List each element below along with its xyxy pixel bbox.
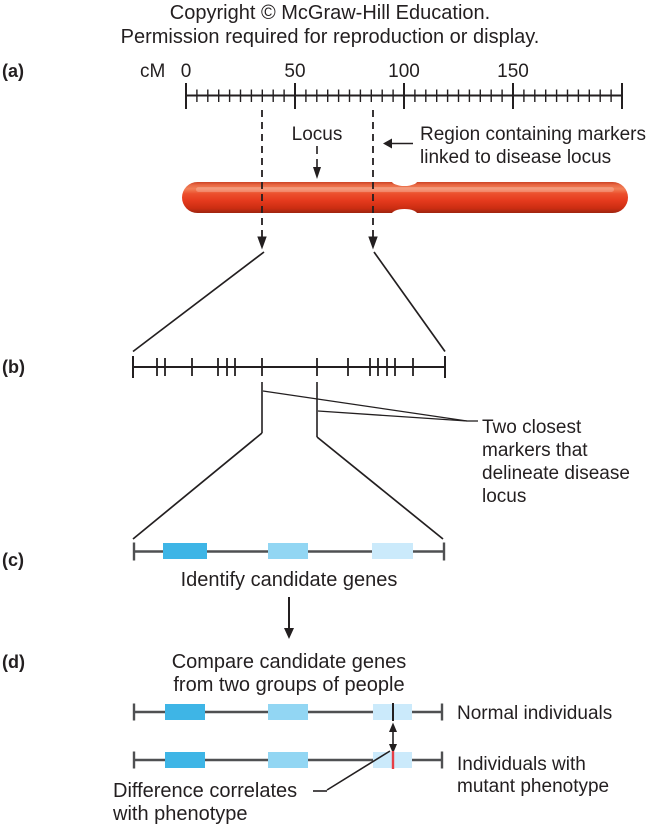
locus-label: Locus	[292, 124, 343, 145]
identify-caption: Identify candidate genes	[181, 569, 398, 591]
candidate-gene-boxes	[163, 543, 413, 559]
zoom-funnel-b-right	[316, 436, 444, 540]
difference-arrowhead-up	[389, 722, 397, 732]
copyright-line-2: Permission required for reproduction or …	[121, 26, 540, 48]
axis-tick-label-0: 0	[181, 61, 192, 82]
gene-box	[268, 752, 308, 768]
gene-box	[268, 543, 308, 559]
copyright-line-1: Copyright © McGraw-Hill Education.	[170, 2, 490, 24]
zoom-funnel-a-left	[132, 251, 265, 353]
gene-box	[372, 543, 413, 559]
mutant-label-line-2: mutant phenotype	[457, 776, 609, 797]
panel-d-label: (d)	[2, 652, 25, 672]
mutant-label-line-1: Individuals with	[457, 754, 586, 775]
chromosome-body	[182, 182, 628, 213]
centromere-notch-top	[391, 175, 418, 186]
gene-box	[268, 704, 308, 720]
cm-ruler-ticks	[185, 83, 623, 109]
callout-text-1: Two closest	[482, 417, 582, 438]
region-label-line-2: linked to disease locus	[420, 147, 611, 168]
panel-b-label: (b)	[2, 357, 25, 377]
normal-label: Normal individuals	[457, 703, 612, 724]
normal-gene-boxes	[165, 704, 412, 720]
compare-heading-line-2: from two groups of people	[173, 674, 404, 696]
region-arrowhead	[383, 138, 392, 149]
callout-text-4: locus	[482, 486, 526, 507]
marker-map-ticks	[132, 356, 446, 378]
axis-tick-label-100: 100	[388, 61, 420, 82]
zoom-funnel-b-left	[132, 432, 263, 540]
gene-box	[163, 543, 207, 559]
compare-heading-line-1: Compare candidate genes	[172, 651, 407, 673]
axis-tick-label-50: 50	[284, 61, 305, 82]
difference-arrowhead-down	[389, 744, 397, 754]
gene-box	[165, 752, 205, 768]
cm-unit-label: cM	[140, 61, 165, 82]
difference-note-line-2: with phenotype	[112, 803, 248, 825]
difference-note-line-1: Difference correlates	[113, 780, 297, 802]
callout-text-3: delineate disease	[482, 463, 630, 484]
note-leader-line	[326, 750, 391, 791]
callout-line-lower	[317, 410, 468, 422]
chromosome-highlight	[196, 187, 614, 192]
panel-a-label: (a)	[2, 61, 24, 81]
down-arrowhead-right	[368, 236, 378, 250]
callout-text-2: markers that	[482, 440, 588, 461]
zoom-funnel-a-right	[373, 251, 446, 352]
axis-tick-label-150: 150	[497, 61, 529, 82]
centromere-notch-bottom	[391, 209, 418, 220]
locus-arrowhead	[313, 167, 321, 179]
chromosome	[182, 175, 628, 220]
callout-line-upper	[262, 390, 468, 422]
region-label-line-1: Region containing markers	[420, 124, 646, 145]
gene-box	[165, 704, 205, 720]
step-arrowhead	[284, 628, 294, 639]
down-arrowhead-left	[257, 236, 267, 250]
panel-c-label: (c)	[2, 550, 24, 570]
